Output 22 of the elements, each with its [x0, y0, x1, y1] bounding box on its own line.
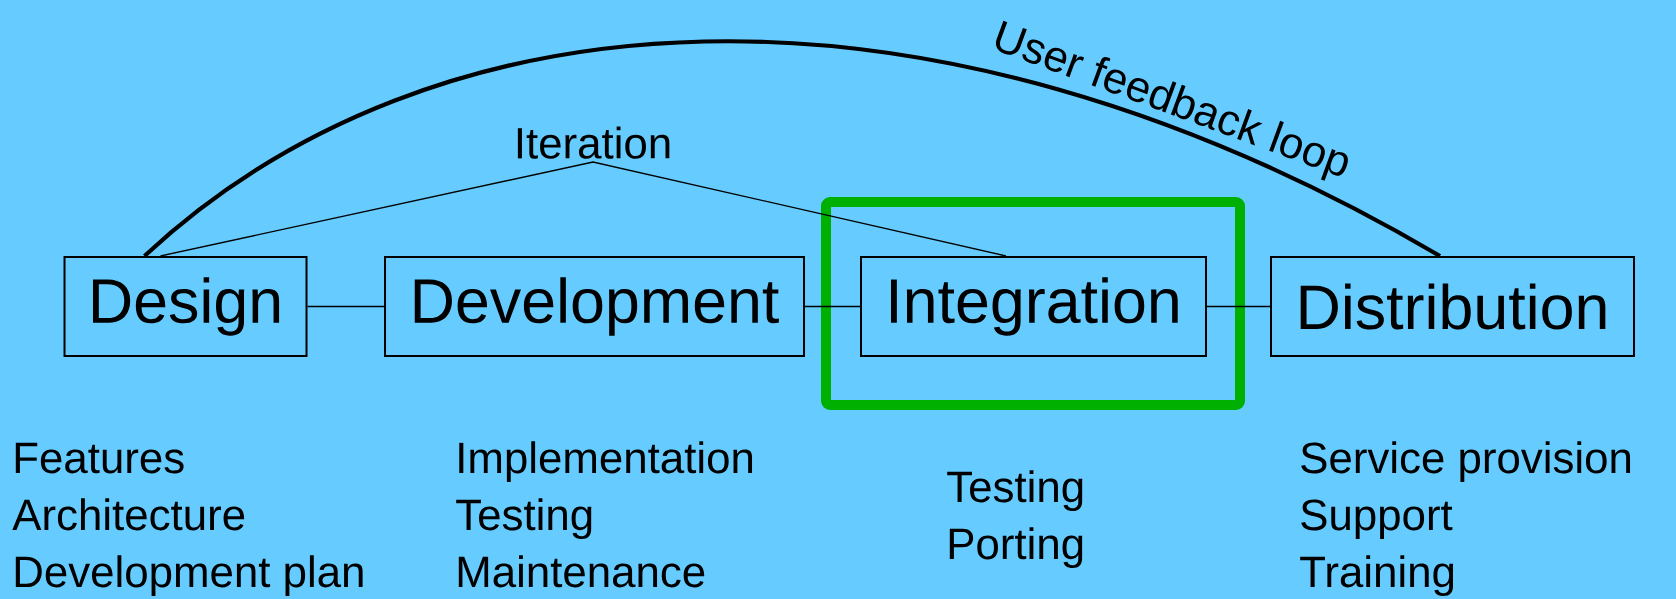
- list-item: Service provision: [1301, 441, 1631, 483]
- list-item: Implementation: [459, 441, 753, 483]
- connector-line: [306, 305, 385, 308]
- list-item: Testing: [947, 470, 1083, 512]
- connector-line: [143, 39, 1441, 258]
- edge-label: Iteration: [517, 126, 670, 159]
- list-item: Testing: [456, 498, 592, 540]
- connector-line: [804, 305, 861, 308]
- list-item: Support: [1301, 499, 1453, 540]
- list-item: Maintenance: [458, 555, 705, 588]
- list-item: Development plan: [15, 555, 363, 597]
- connector-line: [1206, 305, 1271, 308]
- list-item: Features: [15, 442, 184, 474]
- list-item: Architecture: [12, 498, 245, 531]
- highlight-frame: [821, 197, 1245, 410]
- process-box: Design: [63, 256, 308, 357]
- connector-line: [159, 161, 1007, 257]
- process-box: Distribution: [1270, 256, 1635, 357]
- process-box: Development: [384, 256, 805, 357]
- process-box: Integration: [860, 256, 1207, 357]
- list-item: Training: [1300, 555, 1454, 597]
- list-item: Porting: [949, 527, 1083, 569]
